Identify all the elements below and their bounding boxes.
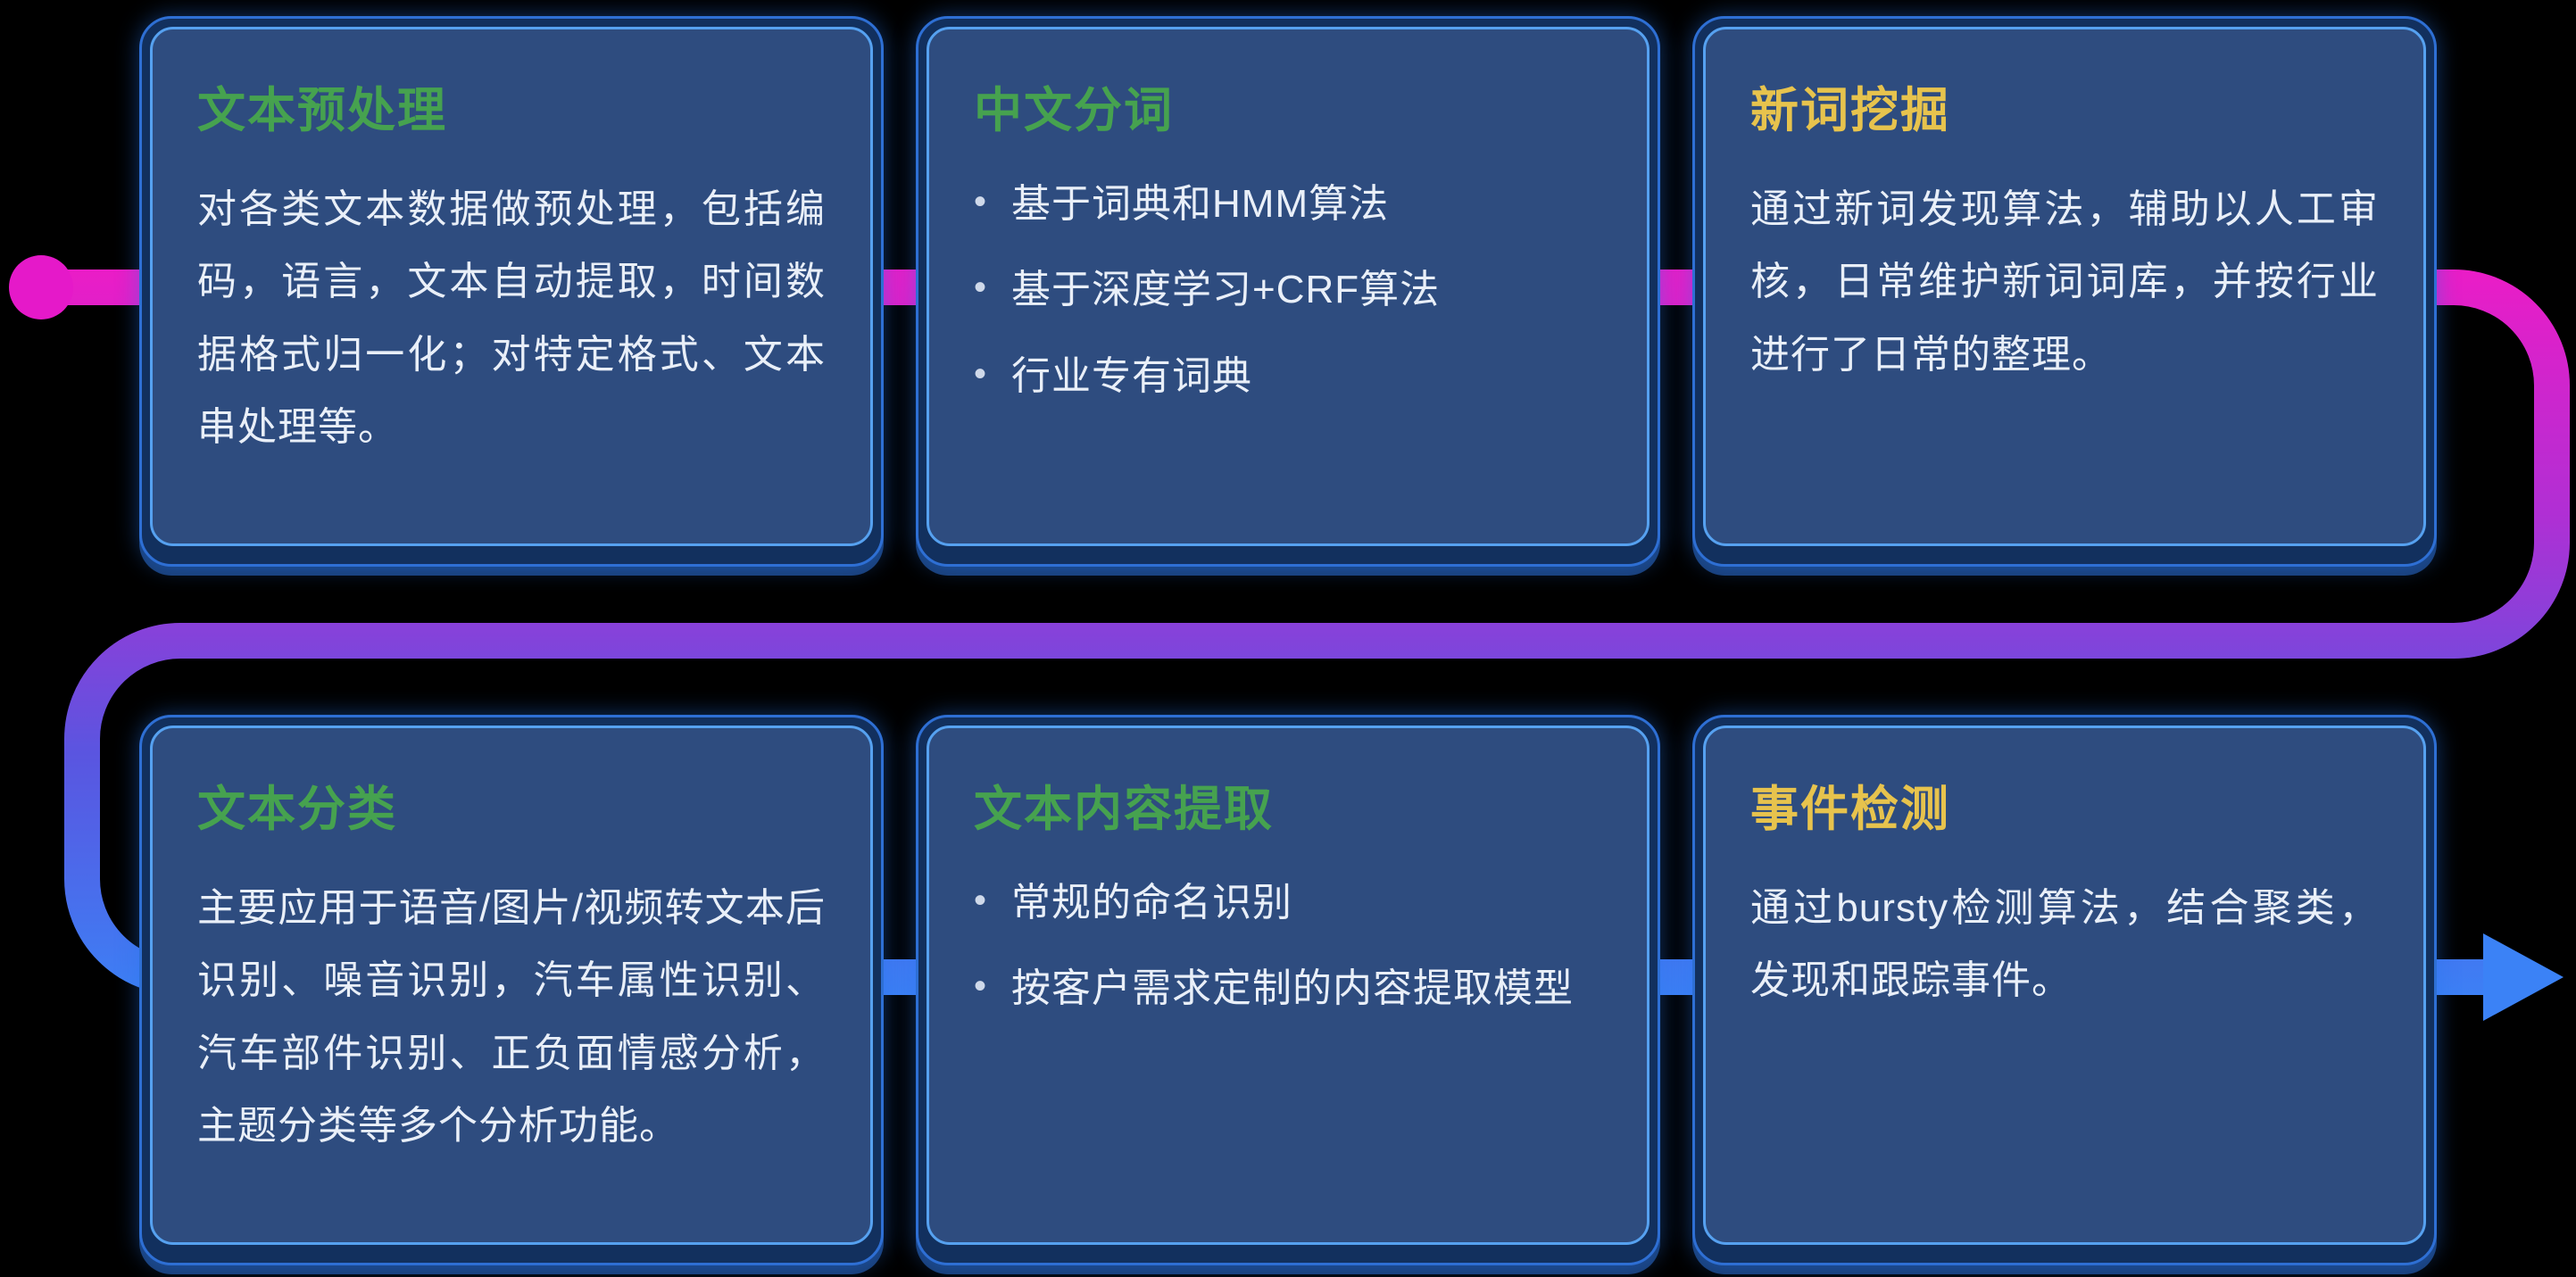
card-inner: 文本预处理 对各类文本数据做预处理，包括编码，语言，文本自动提取，时间数据格式归… — [150, 27, 873, 546]
bullet-item: • 常规的命名识别 — [974, 872, 1602, 934]
card-inner: 文本分类 主要应用于语音/图片/视频转文本后识别、噪音识别，汽车属性识别、汽车部… — [150, 726, 873, 1245]
card-text-classification: 文本分类 主要应用于语音/图片/视频转文本后识别、噪音识别，汽车属性识别、汽车部… — [139, 715, 884, 1265]
card-inner: 新词挖掘 通过新词发现算法，辅助以人工审核，日常维护新词词库，并按行业进行了日常… — [1703, 27, 2426, 546]
card-text-content-extraction: 文本内容提取 • 常规的命名识别 • 按客户需求定制的内容提取模型 — [916, 715, 1660, 1265]
bullet-text: 行业专有词典 — [1011, 353, 1253, 398]
bullet-dot-icon: • — [974, 182, 987, 221]
card-title: 文本内容提取 — [974, 783, 1274, 836]
card-inner: 事件检测 通过bursty检测算法，结合聚类，发现和跟踪事件。 — [1703, 726, 2426, 1245]
card-title: 中文分词 — [974, 84, 1174, 137]
card-text-preprocessing: 文本预处理 对各类文本数据做预处理，包括编码，语言，文本自动提取，时间数据格式归… — [139, 16, 884, 567]
bullet-dot-icon: • — [974, 966, 987, 1007]
bullet-text: 按客户需求定制的内容提取模型 — [1011, 966, 1575, 1011]
flow-path — [37, 269, 2570, 995]
card-title: 文本预处理 — [197, 84, 447, 137]
bullet-list: • 基于词典和HMM算法 • 基于深度学习+CRF算法 • 行业专有词典 — [974, 173, 1602, 408]
bullet-dot-icon: • — [974, 268, 987, 308]
bullet-item: • 基于词典和HMM算法 — [974, 173, 1602, 236]
flow-arrow-icon — [2483, 933, 2564, 1021]
bullet-text: 常规的命名识别 — [1011, 881, 1293, 925]
card-body: 通过bursty检测算法，结合聚类，发现和跟踪事件。 — [1750, 886, 2379, 1003]
card-body: 对各类文本数据做预处理，包括编码，语言，文本自动提取，时间数据格式归一化；对特定… — [197, 187, 826, 450]
card-body: 主要应用于语音/图片/视频转文本后识别、噪音识别，汽车属性识别、汽车部件识别、正… — [197, 886, 826, 1148]
bullet-text: 基于深度学习+CRF算法 — [1011, 268, 1441, 312]
bullet-item: • 基于深度学习+CRF算法 — [974, 259, 1602, 321]
bullet-item: • 行业专有词典 — [974, 345, 1602, 408]
bullet-dot-icon: • — [974, 353, 987, 394]
card-chinese-word-segmentation: 中文分词 • 基于词典和HMM算法 • 基于深度学习+CRF算法 • 行业专有词… — [916, 16, 1660, 567]
card-event-detection: 事件检测 通过bursty检测算法，结合聚类，发现和跟踪事件。 — [1692, 715, 2437, 1265]
card-title: 事件检测 — [1750, 783, 1950, 836]
bullet-item: • 按客户需求定制的内容提取模型 — [974, 958, 1602, 1020]
card-title: 新词挖掘 — [1750, 84, 1950, 137]
flow-start-dot-icon — [9, 255, 73, 319]
card-body: 通过新词发现算法，辅助以人工审核，日常维护新词词库，并按行业进行了日常的整理。 — [1750, 187, 2379, 377]
card-inner: 文本内容提取 • 常规的命名识别 • 按客户需求定制的内容提取模型 — [927, 726, 1649, 1245]
card-title: 文本分类 — [197, 783, 397, 836]
bullet-dot-icon: • — [974, 881, 987, 920]
bullet-list: • 常规的命名识别 • 按客户需求定制的内容提取模型 — [974, 872, 1602, 1021]
card-new-word-mining: 新词挖掘 通过新词发现算法，辅助以人工审核，日常维护新词词库，并按行业进行了日常… — [1692, 16, 2437, 567]
bullet-text: 基于词典和HMM算法 — [1011, 182, 1390, 226]
card-inner: 中文分词 • 基于词典和HMM算法 • 基于深度学习+CRF算法 • 行业专有词… — [927, 27, 1649, 546]
